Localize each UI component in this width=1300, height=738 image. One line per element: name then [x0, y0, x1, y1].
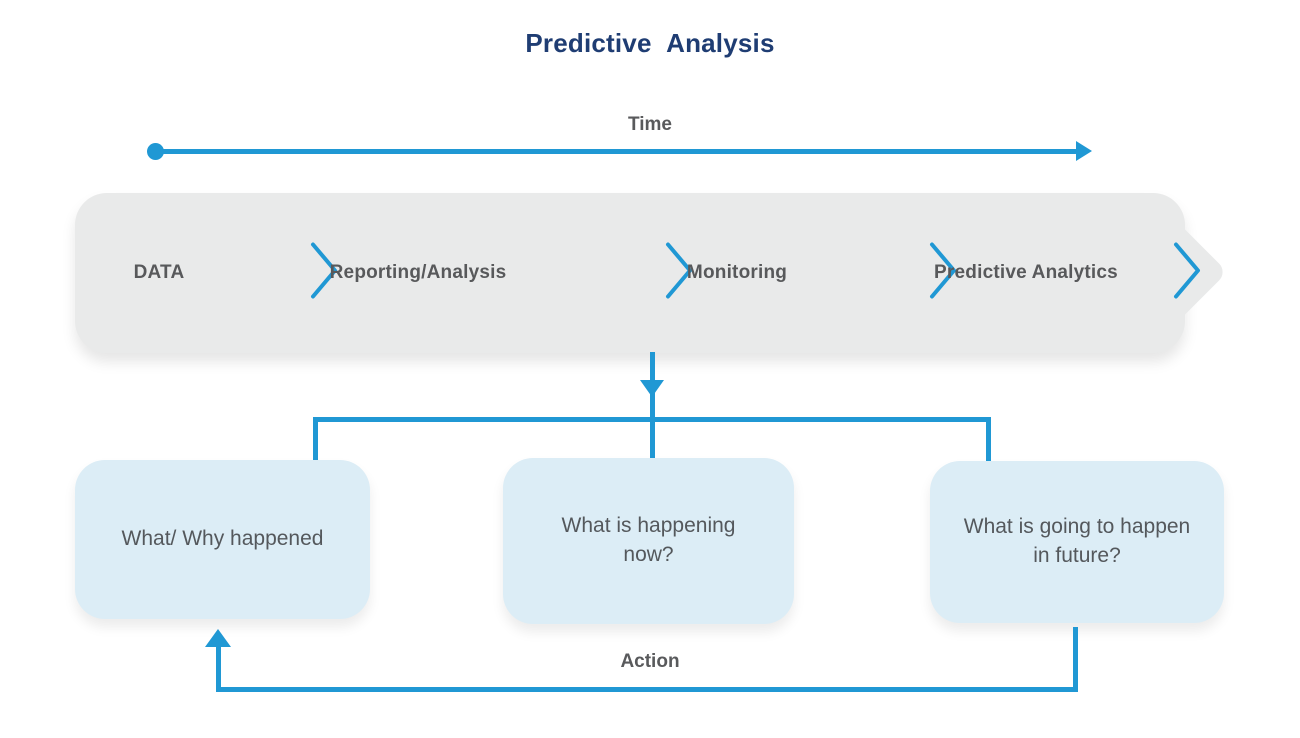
question-box-what-why-happened: What/ Why happened [75, 460, 370, 619]
arrow-down-icon [640, 380, 664, 397]
action-loop-right-segment [1073, 627, 1078, 692]
question-box-what-is-happening-now: What is happening now? [503, 458, 794, 624]
connector-banner-to-boxes [650, 352, 655, 459]
chevron-right-icon [665, 242, 693, 305]
time-arrow-line [156, 149, 1078, 154]
action-label: Action [620, 651, 680, 672]
connector-branch-horizontal [313, 417, 991, 422]
chevron-right-icon [929, 242, 957, 305]
question-box-label: What is going to happen in future? [963, 515, 1191, 567]
question-box-label: What/ Why happened [121, 527, 324, 551]
stage-reporting-analysis: Reporting/Analysis [329, 262, 507, 283]
chevron-right-icon [310, 242, 338, 305]
banner-arrow-tip [1114, 215, 1228, 329]
process-banner: DATA Reporting/Analysis Monitoring Predi… [75, 193, 1228, 353]
time-arrow-head-icon [1076, 141, 1092, 161]
action-loop-left-segment [216, 645, 221, 692]
action-loop-bottom-segment [216, 687, 1078, 692]
question-box-label: What is happening now? [561, 514, 736, 566]
stage-predictive-analytics: Predictive Analytics [934, 262, 1118, 283]
connector-branch-left [313, 417, 318, 461]
page-title: Predictive Analysis [525, 28, 775, 58]
connector-branch-right [986, 417, 991, 463]
stage-data: DATA [133, 262, 185, 283]
question-box-what-will-happen: What is going to happen in future? [930, 461, 1224, 623]
arrow-up-icon [205, 629, 231, 647]
time-axis-label: Time [627, 114, 672, 135]
stage-monitoring: Monitoring [686, 262, 788, 283]
chevron-right-icon [1173, 242, 1201, 305]
time-arrow-start-dot [147, 143, 164, 160]
